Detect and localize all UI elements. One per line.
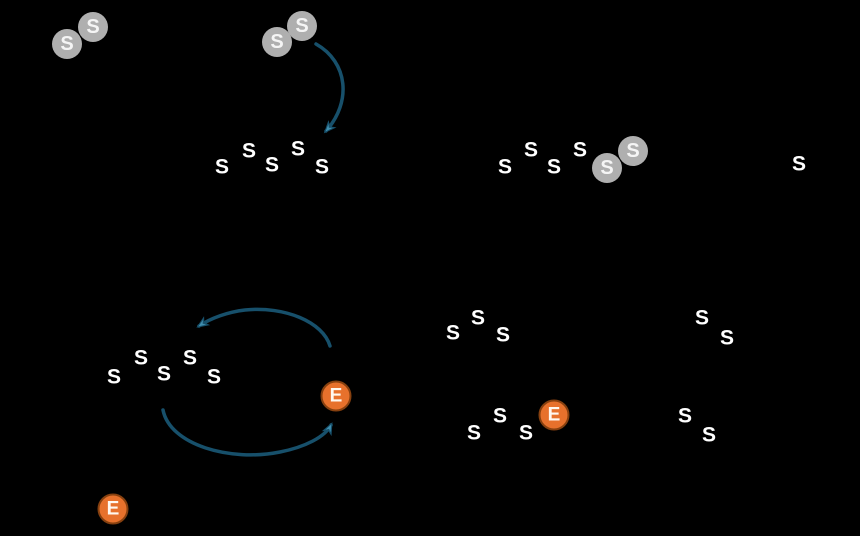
- enzyme-middle-bottom-circle: E: [538, 399, 570, 431]
- substrate-dimer-topleft-circle-2: S: [78, 12, 108, 42]
- cluster-bottomleft-s-2: S: [133, 346, 149, 370]
- substrate-dimer-topleft-circle-1: S: [52, 29, 82, 59]
- substrate-dimer-topmiddle-circle-1: S: [262, 27, 292, 57]
- pair-right-top-s-2: S: [719, 326, 735, 350]
- pair-right-bottom-s-1: S: [677, 404, 693, 428]
- adsorption-arrow: [314, 42, 345, 134]
- adsorbed-row-right-circle-2: S: [618, 136, 648, 166]
- pair-right-top-s-1: S: [694, 306, 710, 330]
- cluster-middle-top-s-2: S: [470, 306, 486, 330]
- cluster-middle-bottom-s-1: S: [466, 421, 482, 445]
- adsorbed-row-right-s-2: S: [523, 138, 539, 162]
- enzyme-cycle-circle: E: [320, 380, 352, 412]
- cluster-middle-bottom-s-2: S: [492, 404, 508, 428]
- cluster-bottomleft-s-5: S: [206, 365, 222, 389]
- cycle-bottom-arrow: [161, 408, 333, 457]
- adsorbed-row-right-s-3: S: [546, 155, 562, 179]
- pair-right-bottom-s-2: S: [701, 423, 717, 447]
- enzyme-free-circle: E: [97, 493, 129, 525]
- adsorbed-row-left-s-3: S: [264, 153, 280, 177]
- adsorbed-row-right-s-1: S: [497, 155, 513, 179]
- adsorbed-row-left-s-2: S: [241, 139, 257, 163]
- cluster-middle-top-s-1: S: [445, 321, 461, 345]
- adsorbed-row-right-s-4: S: [572, 138, 588, 162]
- adsorbed-row-left-s-5: S: [314, 155, 330, 179]
- cluster-bottomleft-s-1: S: [106, 365, 122, 389]
- adsorbed-row-left-s-1: S: [214, 155, 230, 179]
- adsorbed-row-left-s-4: S: [290, 137, 306, 161]
- cluster-bottomleft-s-4: S: [182, 346, 198, 370]
- cluster-middle-bottom-s-3: S: [518, 421, 534, 445]
- cycle-top-arrow: [196, 307, 332, 348]
- substrate-dimer-topmiddle-circle-2: S: [287, 11, 317, 41]
- cluster-bottomleft-s-3: S: [156, 362, 172, 386]
- adsorbed-row-right-circle-1: S: [592, 153, 622, 183]
- cluster-middle-top-s-3: S: [495, 323, 511, 347]
- lone-substrate-s: S: [791, 152, 807, 176]
